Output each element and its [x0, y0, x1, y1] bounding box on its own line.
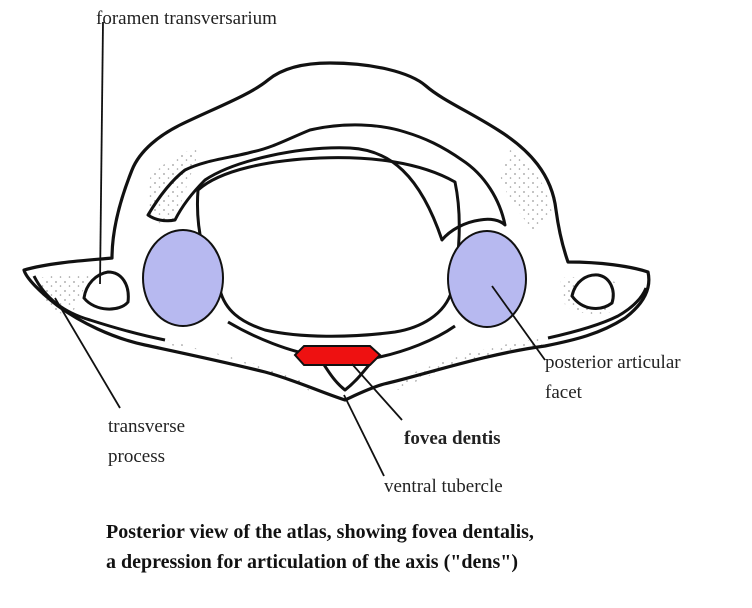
right-foramen-transversarium	[570, 273, 615, 310]
leader-transverse-process	[54, 297, 121, 409]
left-foramen-transversarium	[82, 270, 130, 311]
vertebral-foramen-outline	[195, 156, 461, 338]
leader-foramen-transversarium	[99, 21, 104, 285]
left-articular-facet	[142, 229, 224, 327]
label-foramen-transversarium: foramen transversarium	[96, 8, 277, 29]
atlas-outer-outline	[22, 61, 651, 402]
leader-posterior-articular-facet	[491, 285, 546, 361]
right-transverse-process-outline	[547, 287, 648, 340]
label-transverse-process-line2: process	[108, 446, 165, 467]
caption-line-2: a depression for articulation of the axi…	[106, 551, 518, 573]
label-ventral-tubercle: ventral tubercle	[384, 476, 503, 497]
label-posterior-articular-facet-line2: facet	[545, 382, 583, 403]
right-articular-facet	[447, 230, 527, 328]
leader-ventral-tubercle	[343, 394, 385, 477]
label-fovea-dentis: fovea dentis	[404, 428, 501, 449]
caption-line-1: Posterior view of the atlas, showing fov…	[106, 521, 534, 543]
leader-fovea-dentis	[351, 363, 403, 421]
bone-stipple-shading	[40, 148, 615, 392]
posterior-arch-inner-outline	[146, 123, 507, 242]
fovea-dentis-mark	[293, 345, 382, 366]
left-transverse-process-outline	[32, 275, 166, 342]
label-transverse-process-line1: transverse	[108, 416, 185, 437]
label-posterior-articular-facet-line1: posterior articular	[545, 352, 681, 373]
anterior-arch-outline	[227, 320, 456, 392]
